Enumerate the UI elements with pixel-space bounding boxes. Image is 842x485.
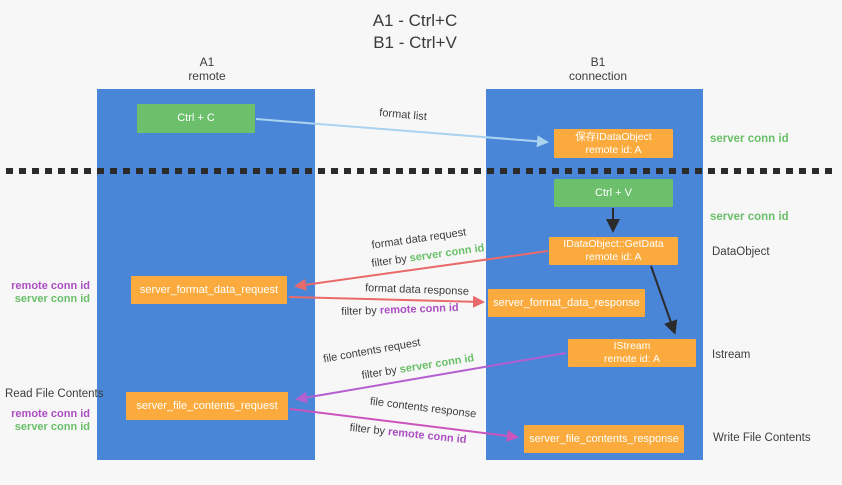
lane-header-a1: A1 remote	[147, 55, 267, 83]
filter-by-text: filter by	[360, 364, 398, 382]
lane-header-b1: B1 connection	[538, 55, 658, 83]
read-file-contents-label: Read File Contents	[5, 388, 104, 400]
lane-a1-role: remote	[188, 69, 226, 83]
server-format-data-response-label: server_format_data_response	[493, 296, 640, 309]
filter-by-text: filter by	[349, 421, 386, 438]
lane-b1-role: connection	[568, 69, 628, 83]
server-file-contents-response-label: server_file_contents_response	[529, 432, 679, 445]
right-server-conn-id-top: server conn id	[710, 133, 789, 145]
lane-a1-name: A1	[199, 55, 215, 69]
istream-line1: IStream	[613, 340, 651, 352]
getdata-line2: remote id: A	[585, 251, 642, 263]
lane-b1-name: B1	[590, 55, 606, 69]
server-conn-id-label: server conn id	[14, 421, 90, 433]
diagram-title: A1 - Ctrl+C B1 - Ctrl+V	[0, 10, 830, 54]
remote-conn-id-label: remote conn id	[11, 408, 90, 420]
server-format-data-request-label: server_format_data_request	[139, 283, 279, 296]
server-conn-id-text: server conn id	[398, 352, 476, 376]
istream-side-label: Istream	[712, 349, 751, 361]
left-conn-ids-top: remote conn id server conn id	[6, 280, 90, 306]
istream-line2: remote id: A	[603, 353, 661, 365]
dashed-separator	[6, 168, 836, 174]
node-server-format-data-response: server_format_data_response	[488, 289, 645, 317]
format-data-response-filter: filter by remote conn id	[290, 300, 510, 321]
title-line-2: B1 - Ctrl+V	[373, 33, 457, 52]
ctrl-v-label: Ctrl + V	[595, 186, 632, 199]
left-conn-ids-bottom: remote conn id server conn id	[6, 408, 90, 434]
node-ctrl-c: Ctrl + C	[137, 104, 255, 133]
right-server-conn-id-mid: server conn id	[710, 211, 789, 223]
filter-by-text: filter by	[341, 304, 377, 319]
write-file-contents-label: Write File Contents	[713, 432, 811, 444]
ctrl-c-label: Ctrl + C	[177, 112, 215, 124]
remote-conn-id-text: remote conn id	[379, 301, 459, 317]
save-idataobject-line1: 保存IDataObject	[575, 130, 652, 143]
server-file-contents-request-label: server_file_contents_request	[136, 399, 278, 412]
getdata-line1: IDataObject::GetData	[563, 238, 664, 250]
node-save-idataobject: 保存IDataObject remote id: A	[554, 129, 673, 158]
node-server-file-contents-response: server_file_contents_response	[524, 425, 684, 453]
remote-conn-id-text: remote conn id	[387, 425, 468, 447]
title-line-1: A1 - Ctrl+C	[372, 11, 458, 30]
format-list-label: format list	[378, 106, 428, 124]
node-server-format-data-request: server_format_data_request	[131, 276, 287, 304]
server-conn-id-label: server conn id	[14, 293, 90, 305]
save-idataobject-line2: remote id: A	[585, 143, 642, 156]
node-istream: IStream remote id: A	[568, 339, 696, 367]
node-server-file-contents-request: server_file_contents_request	[126, 392, 288, 420]
node-ctrl-v: Ctrl + V	[554, 179, 673, 207]
node-getdata: IDataObject::GetData remote id: A	[549, 237, 678, 265]
remote-conn-id-label: remote conn id	[11, 280, 90, 292]
dataobject-label: DataObject	[712, 246, 770, 258]
filter-by-text: filter by	[370, 253, 408, 270]
